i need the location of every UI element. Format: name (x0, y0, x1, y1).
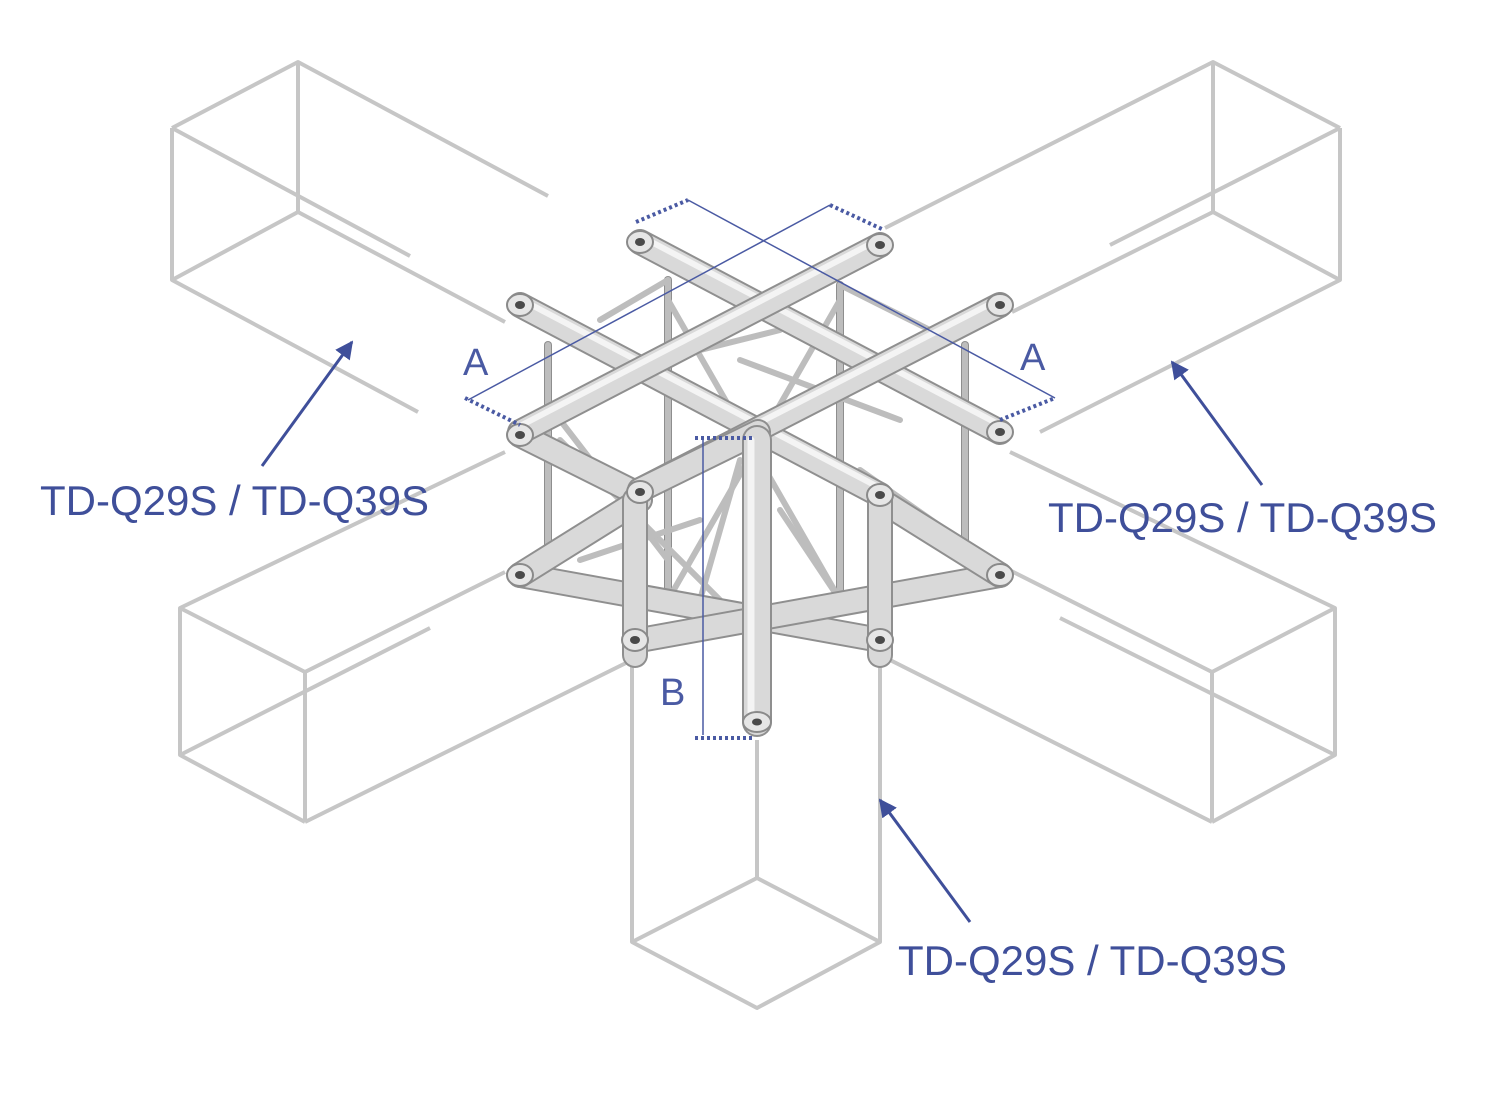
callout-left: TD-Q29S / TD-Q39S (40, 340, 429, 524)
truss-cross-chords (507, 232, 1013, 503)
dimension-a-left: A (463, 198, 885, 427)
callout-label-right: TD-Q29S / TD-Q39S (1048, 494, 1437, 541)
dimension-b: B (660, 436, 752, 740)
truss-lower-chords (507, 487, 1013, 653)
dimension-label-a-left: A (463, 342, 489, 384)
dimension-label-a-right: A (1020, 337, 1046, 379)
truss-junction (506, 229, 1014, 737)
callout-right: TD-Q29S / TD-Q39S (1048, 360, 1437, 541)
ghost-truss-bottom (630, 660, 882, 1010)
truss-tube-ends (506, 230, 1014, 733)
dimension-label-b: B (660, 672, 685, 714)
truss-upper-chords (507, 229, 1013, 508)
ghost-truss-lower-left (178, 450, 633, 824)
ghost-truss-upper-left (170, 60, 549, 414)
callout-bottom: TD-Q29S / TD-Q39S (878, 798, 1287, 984)
ghost-truss-upper-right (884, 60, 1342, 434)
callout-label-bottom: TD-Q29S / TD-Q39S (898, 937, 1287, 984)
callout-label-left: TD-Q29S / TD-Q39S (40, 477, 429, 524)
dimension-a-right: A (687, 199, 1056, 422)
